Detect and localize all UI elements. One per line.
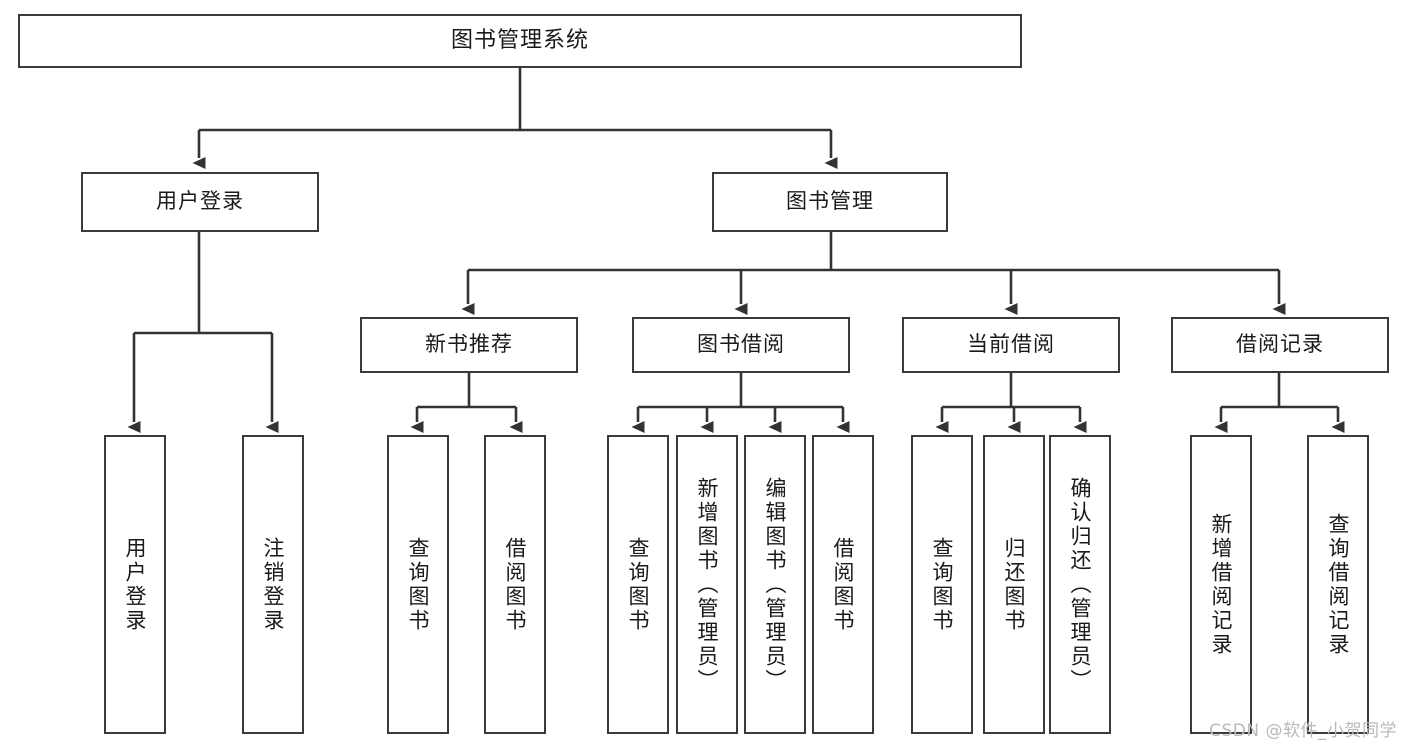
leaf-confirm-return-admin[interactable]: 确认归还（管理员） [1049, 435, 1111, 734]
node-book-management-label: 图书管理 [786, 189, 874, 214]
node-user-login-label: 用户登录 [156, 189, 244, 214]
node-root[interactable]: 图书管理系统 [18, 14, 1022, 68]
node-borrow-record-label: 借阅记录 [1236, 332, 1324, 357]
leaf-label: 查询图书 [930, 536, 955, 633]
leaf-label: 查询图书 [626, 536, 651, 633]
leaf-add-book-admin[interactable]: 新增图书（管理员） [676, 435, 738, 734]
leaf-label: 借阅图书 [503, 536, 528, 633]
leaf-label: 新增图书（管理员） [695, 476, 720, 693]
leaf-query-book-newbook[interactable]: 查询图书 [387, 435, 449, 734]
leaf-label: 编辑图书（管理员） [763, 476, 788, 693]
node-current-borrow[interactable]: 当前借阅 [902, 317, 1120, 373]
node-user-login[interactable]: 用户登录 [81, 172, 319, 232]
node-borrow-record[interactable]: 借阅记录 [1171, 317, 1389, 373]
leaf-label: 归还图书 [1002, 536, 1027, 633]
leaf-query-book-borrow[interactable]: 查询图书 [607, 435, 669, 734]
node-new-book-recommend[interactable]: 新书推荐 [360, 317, 578, 373]
leaf-label: 确认归还（管理员） [1068, 476, 1093, 693]
leaf-label: 用户登录 [123, 536, 148, 633]
node-book-borrow-label: 图书借阅 [697, 332, 785, 357]
leaf-label: 查询借阅记录 [1326, 512, 1351, 657]
leaf-label: 新增借阅记录 [1209, 512, 1234, 657]
leaf-user-login[interactable]: 用户登录 [104, 435, 166, 734]
leaf-logout[interactable]: 注销登录 [242, 435, 304, 734]
leaf-return-book[interactable]: 归还图书 [983, 435, 1045, 734]
leaf-borrow-book-newbook[interactable]: 借阅图书 [484, 435, 546, 734]
node-root-label: 图书管理系统 [450, 27, 589, 53]
leaf-borrow-book[interactable]: 借阅图书 [812, 435, 874, 734]
leaf-label: 注销登录 [261, 536, 286, 633]
leaf-label: 查询图书 [406, 536, 431, 633]
leaf-query-book-current[interactable]: 查询图书 [911, 435, 973, 734]
watermark-text: CSDN @软件_小贺同学 [1209, 721, 1397, 741]
node-current-borrow-label: 当前借阅 [967, 332, 1055, 357]
node-book-borrow[interactable]: 图书借阅 [632, 317, 850, 373]
leaf-label: 借阅图书 [831, 536, 856, 633]
leaf-edit-book-admin[interactable]: 编辑图书（管理员） [744, 435, 806, 734]
node-new-book-recommend-label: 新书推荐 [425, 332, 513, 357]
node-book-management[interactable]: 图书管理 [712, 172, 948, 232]
leaf-query-borrow-record[interactable]: 查询借阅记录 [1307, 435, 1369, 734]
leaf-add-borrow-record[interactable]: 新增借阅记录 [1190, 435, 1252, 734]
